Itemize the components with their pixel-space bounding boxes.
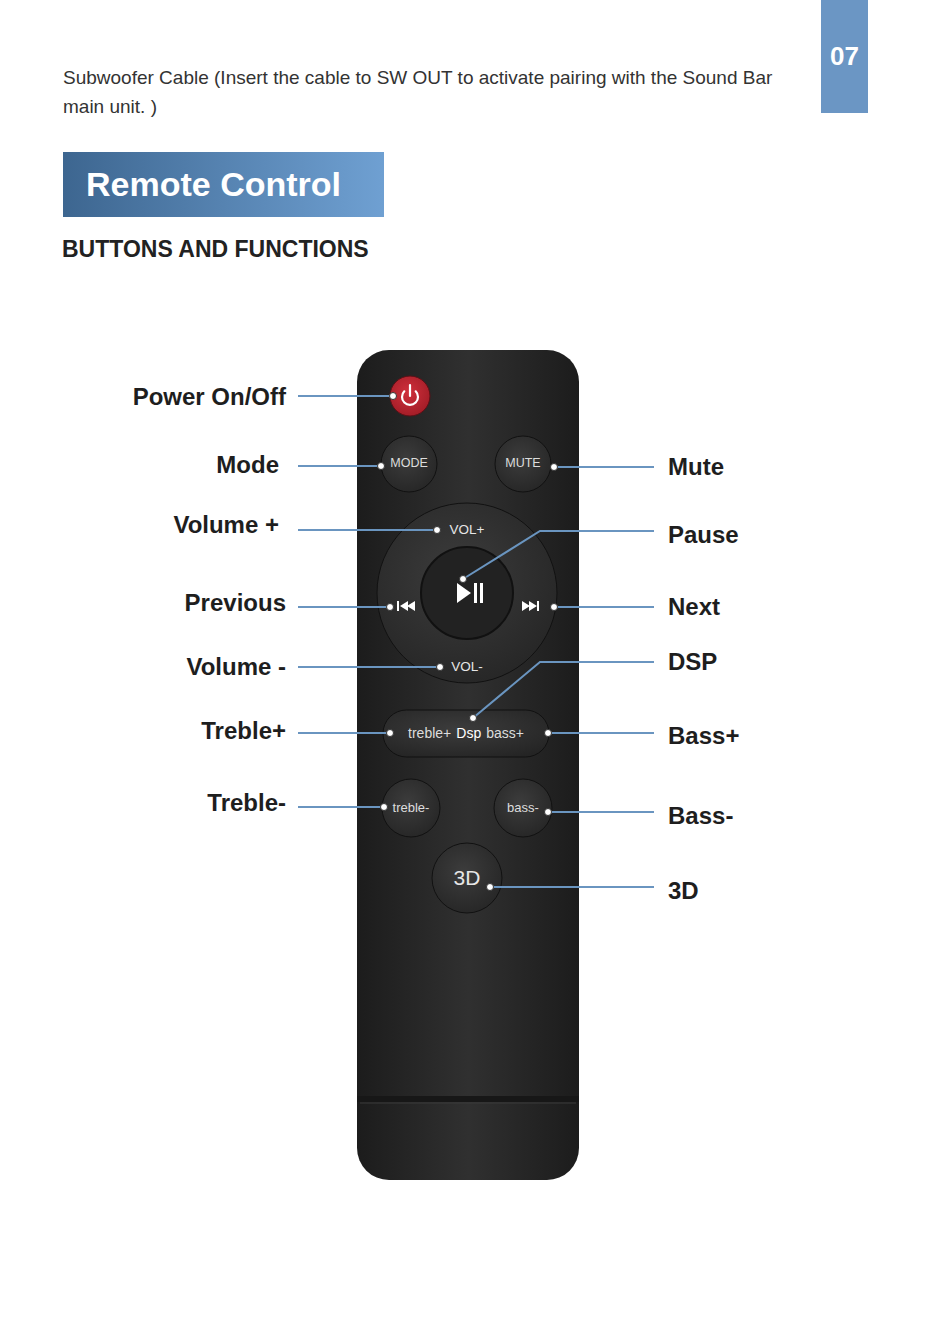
leader-dot	[545, 809, 552, 816]
leader-dot	[551, 604, 558, 611]
button-label: 3D	[454, 866, 481, 889]
section-title: Remote Control	[86, 166, 341, 203]
next-icon	[522, 601, 537, 611]
previous-icon	[397, 601, 399, 611]
leader-dot	[378, 463, 385, 470]
remote-button: treble-	[382, 779, 440, 837]
leader-line	[554, 466, 654, 468]
bass-button	[494, 779, 552, 837]
callout-label: Bass+	[668, 722, 739, 750]
power-icon	[409, 385, 411, 396]
power-button	[390, 376, 430, 416]
callout-label: Mute	[668, 453, 724, 481]
button-label: bass-	[507, 801, 539, 815]
callout-label: 3D	[668, 877, 699, 905]
remote-body	[357, 350, 579, 1180]
callout-label: Next	[668, 593, 720, 621]
section-heading: BUTTONS AND FUNCTIONS	[62, 236, 369, 262]
mode-button	[381, 436, 437, 492]
tone-button	[383, 710, 549, 757]
callout-label: Power On/Off	[133, 383, 286, 411]
leader-dot	[437, 664, 444, 671]
leader-dot	[387, 730, 394, 737]
callout-label: Pause	[668, 521, 739, 549]
leader-dot	[460, 576, 467, 583]
leader-line	[554, 606, 654, 608]
callout-label: Volume +	[173, 511, 279, 539]
leader-line	[473, 662, 654, 718]
mute-button	[495, 436, 551, 492]
callout-label: Treble+	[201, 717, 286, 745]
leader-dot	[487, 884, 494, 891]
pause-icon	[474, 583, 477, 603]
section-banner: Remote Control	[63, 152, 384, 217]
callout-label: Volume -	[186, 653, 286, 681]
button-label: MUTE	[505, 457, 540, 471]
remote-seam	[360, 1103, 576, 1104]
play-icon	[457, 583, 471, 603]
leader-line	[490, 886, 654, 888]
button-label: treble+	[408, 726, 451, 741]
callout-label: Treble-	[207, 789, 286, 817]
leader-dot	[470, 715, 477, 722]
button-label: MODE	[390, 457, 428, 471]
button-label: VOL+	[377, 523, 557, 538]
page-tab: 07	[821, 0, 868, 113]
remote-button: MODE	[381, 436, 437, 492]
leader-line	[298, 529, 437, 531]
leader-dot	[545, 730, 552, 737]
navigation-ring: VOL+ VOL-	[377, 503, 557, 683]
remote-button: bass-	[494, 779, 552, 837]
button-label: VOL-	[377, 660, 557, 675]
callout-label: DSP	[668, 648, 717, 676]
leader-dot	[434, 527, 441, 534]
button-label: treble-	[393, 801, 430, 815]
leader-line	[548, 811, 654, 813]
leader-dot	[387, 604, 394, 611]
intro-note: Subwoofer Cable (Insert the cable to SW …	[63, 63, 803, 121]
remote-button: MUTE	[495, 436, 551, 492]
page-number: 07	[830, 42, 859, 71]
leader-line	[298, 606, 390, 608]
leader-dot	[390, 393, 397, 400]
callout-label: Mode	[216, 451, 279, 479]
remote-seam	[357, 1096, 579, 1102]
button-label: Dsp	[456, 726, 481, 741]
surround-button	[432, 843, 502, 913]
leader-line	[298, 806, 384, 808]
button-label: bass+	[486, 726, 524, 741]
leader-line	[548, 732, 654, 734]
play-button	[421, 547, 513, 639]
leader-line	[298, 666, 440, 668]
remote-button: 3D	[432, 843, 502, 913]
leader-dot	[551, 464, 558, 471]
leader-line	[298, 395, 393, 397]
pause-icon	[480, 583, 483, 603]
previous-icon	[400, 601, 415, 611]
next-icon	[537, 601, 539, 611]
remote-button: treble+ Dsp bass+	[383, 710, 549, 757]
leader-dot	[381, 804, 388, 811]
callout-label: Previous	[185, 589, 286, 617]
callout-label: Bass-	[668, 802, 733, 830]
leader-line	[298, 732, 390, 734]
leader-line	[463, 531, 654, 579]
leader-line	[298, 465, 381, 467]
treble-button	[382, 779, 440, 837]
